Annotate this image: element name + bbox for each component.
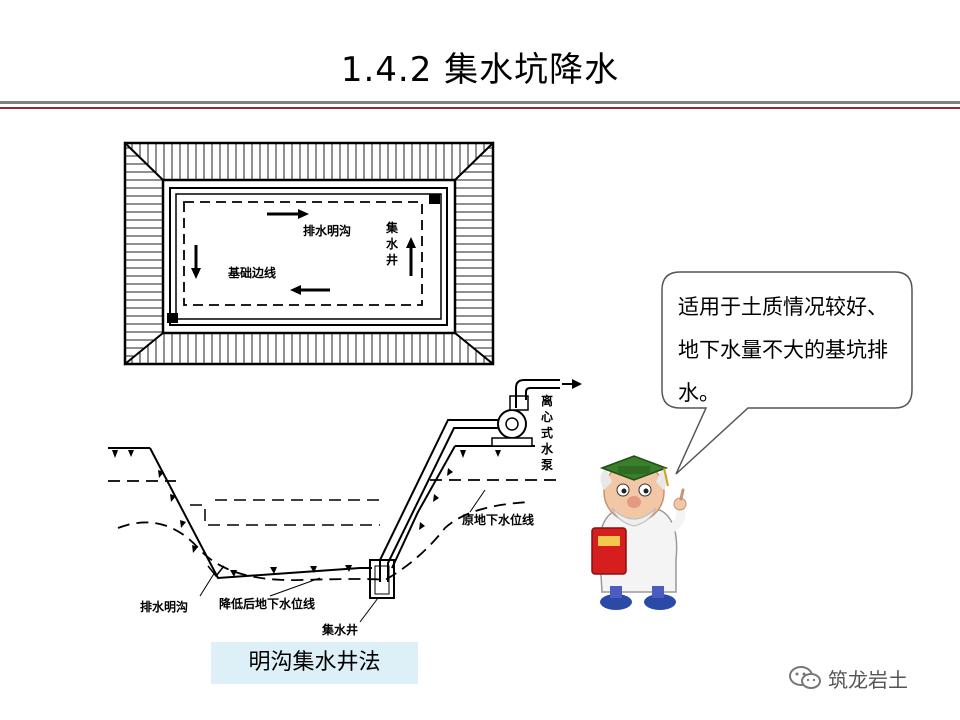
section-label-pump-3: 式 (541, 425, 553, 440)
section-label-lowered-water: 降低后地下水位线 (219, 596, 315, 611)
plan-label-foundation: 基础边线 (227, 265, 276, 280)
foundation-line (183, 201, 423, 306)
section-label-drain: 排水明沟 (140, 599, 188, 614)
watermark: 筑龙岩土 (788, 662, 908, 694)
title-rule-gray (0, 101, 960, 104)
soil-marks (112, 450, 501, 577)
watermark-text: 筑龙岩土 (828, 667, 908, 692)
section-view: 离 心 式 水 泵 原地下水位线 排水明沟 降低后地下水位线 集水井 (108, 379, 582, 637)
speech-bubble (661, 271, 913, 475)
plan-view: 排水明沟 基础边线 集 水 井 (123, 141, 495, 366)
pit-profile-left (149, 447, 372, 580)
page-title: 1.4.2 集水坑降水 (340, 50, 620, 90)
plan-label-sump-2: 水 (386, 236, 399, 251)
slope-band-left (124, 141, 164, 366)
pump-body (497, 409, 527, 439)
professor-cartoon (591, 455, 687, 610)
lowered-water-line (117, 501, 531, 581)
sump-pit (369, 559, 395, 599)
bubble-text: 适用于土质情况较好、地下水量不大的基坑排水。 (678, 295, 888, 405)
section-label-pump-1: 离 (541, 393, 553, 408)
sump-bottom-left (167, 313, 178, 323)
section-label-pump-4: 水 (541, 441, 554, 456)
section-label-original-water: 原地下水位线 (462, 512, 534, 527)
section-label-pump-2: 心 (541, 410, 553, 424)
slope-band-right (454, 141, 494, 366)
section-label-pump-5: 泵 (541, 458, 553, 472)
title-rule-red (0, 107, 960, 109)
plan-label-sump-1: 集 (385, 220, 399, 235)
section-label-sump: 集水井 (321, 622, 358, 637)
plan-label-drain: 排水明沟 (303, 223, 351, 238)
sump-top-right (429, 194, 440, 204)
red-book-icon (591, 527, 627, 575)
wechat-icon (789, 666, 821, 689)
pit-profile-right (391, 445, 456, 569)
plan-label-sump-3: 井 (386, 252, 398, 267)
diagram-caption: 明沟集水井法 (211, 642, 418, 684)
